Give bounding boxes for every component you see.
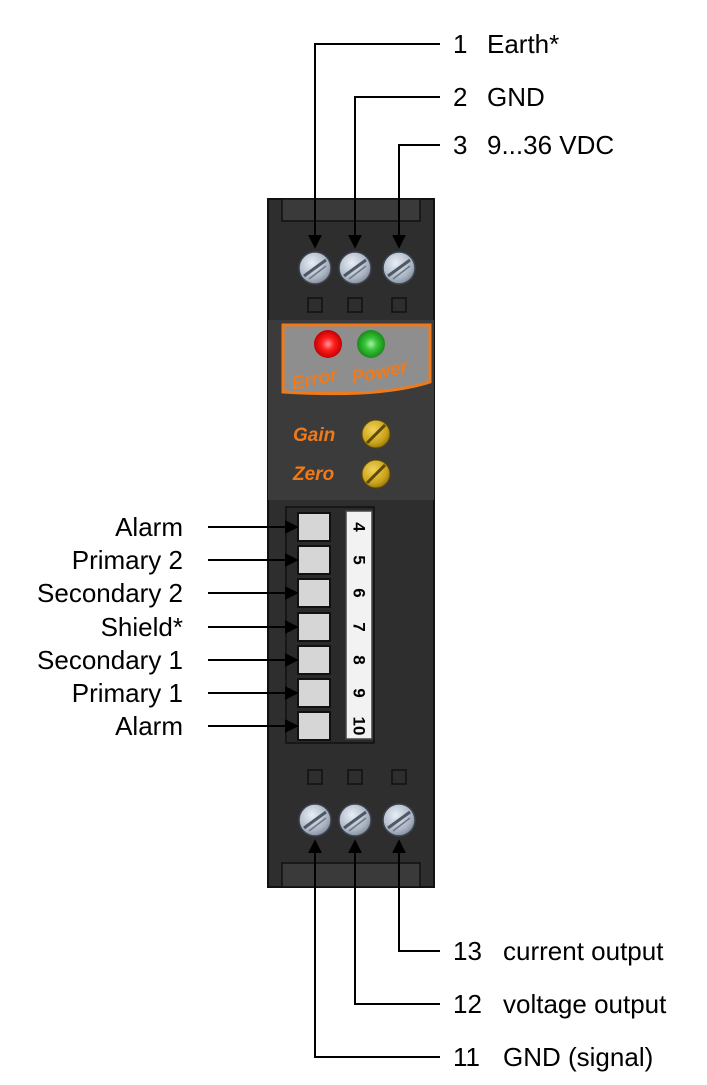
gain-label: Gain [293,425,335,446]
error-led-icon [314,330,342,358]
wire-13 [392,839,440,952]
terminal-label-10: Alarm [115,711,183,741]
top-screw-3[interactable] [382,251,416,285]
bottom-screw-12[interactable] [338,803,372,837]
wire-11 [308,839,440,1058]
zero-label: Zero [292,464,334,485]
side-terminal-6[interactable] [297,578,331,608]
terminal-number-13: 13 [453,936,482,966]
top-wire-labels: 1 Earth* 2 GND 3 9...36 VDC [308,29,614,249]
pin-number-5: 5 [350,555,369,564]
top-screw-1[interactable] [298,251,332,285]
side-terminal-5[interactable] [297,545,331,575]
top-square-3 [391,297,407,313]
pin-number-4: 4 [350,522,369,532]
bottom-wire-labels: 13 current output 12 voltage output 11 GND (s… [308,839,667,1072]
top-screw-2[interactable] [338,251,372,285]
terminal-label-13: current output [503,936,664,966]
pin-number-6: 6 [350,588,369,597]
power-led-icon [357,330,385,358]
side-terminal-10[interactable] [297,711,331,741]
terminal-label-6: Secondary 2 [37,578,183,608]
side-terminal-9[interactable] [297,678,331,708]
pin-number-7: 7 [350,622,369,631]
terminal-number-3: 3 [453,130,467,160]
terminal-label-8: Secondary 1 [37,645,183,675]
top-square-2 [347,297,363,313]
wire-3 [392,144,440,249]
terminal-number-11: 11 [453,1042,480,1072]
top-rail-clip [281,198,421,222]
bottom-screw-13[interactable] [382,803,416,837]
terminal-number-1: 1 [453,29,467,59]
terminal-label-1: Earth* [487,29,559,59]
terminal-label-2: GND [487,82,545,112]
bottom-square-3 [391,769,407,785]
led-window: Error Power [281,323,432,396]
terminal-label-11: GND (signal) [503,1042,653,1072]
top-square-1 [307,297,323,313]
side-terminal-8[interactable] [297,645,331,675]
terminal-label-5: Primary 2 [72,545,183,575]
side-terminals: 4 5 6 7 8 9 10 [297,512,369,741]
terminal-label-9: Primary 1 [72,678,183,708]
terminal-label-4: Alarm [115,512,183,542]
side-terminal-7[interactable] [297,612,331,642]
wire-1 [308,43,440,249]
top-screw-terminals [298,251,416,285]
terminal-label-7: Shield* [101,612,183,642]
adjustment-pots: Gain Zero [292,419,391,489]
bottom-rail-clip [281,862,421,888]
bottom-screw-11[interactable] [298,803,332,837]
side-terminal-4[interactable] [297,512,331,542]
pin-number-10: 10 [350,717,369,736]
bottom-square-2 [347,769,363,785]
bottom-screw-terminals [298,803,416,837]
terminal-indicator-squares [307,297,407,785]
pin-number-strip [345,510,373,740]
terminal-number-12: 12 [453,989,482,1019]
pin-number-9: 9 [350,688,369,697]
wire-12 [348,839,440,1005]
terminal-number-2: 2 [453,82,467,112]
pin-number-8: 8 [350,655,369,664]
terminal-label-12: voltage output [503,989,667,1019]
wire-2 [348,96,440,249]
terminal-label-3: 9...36 VDC [487,130,614,160]
bottom-square-1 [307,769,323,785]
